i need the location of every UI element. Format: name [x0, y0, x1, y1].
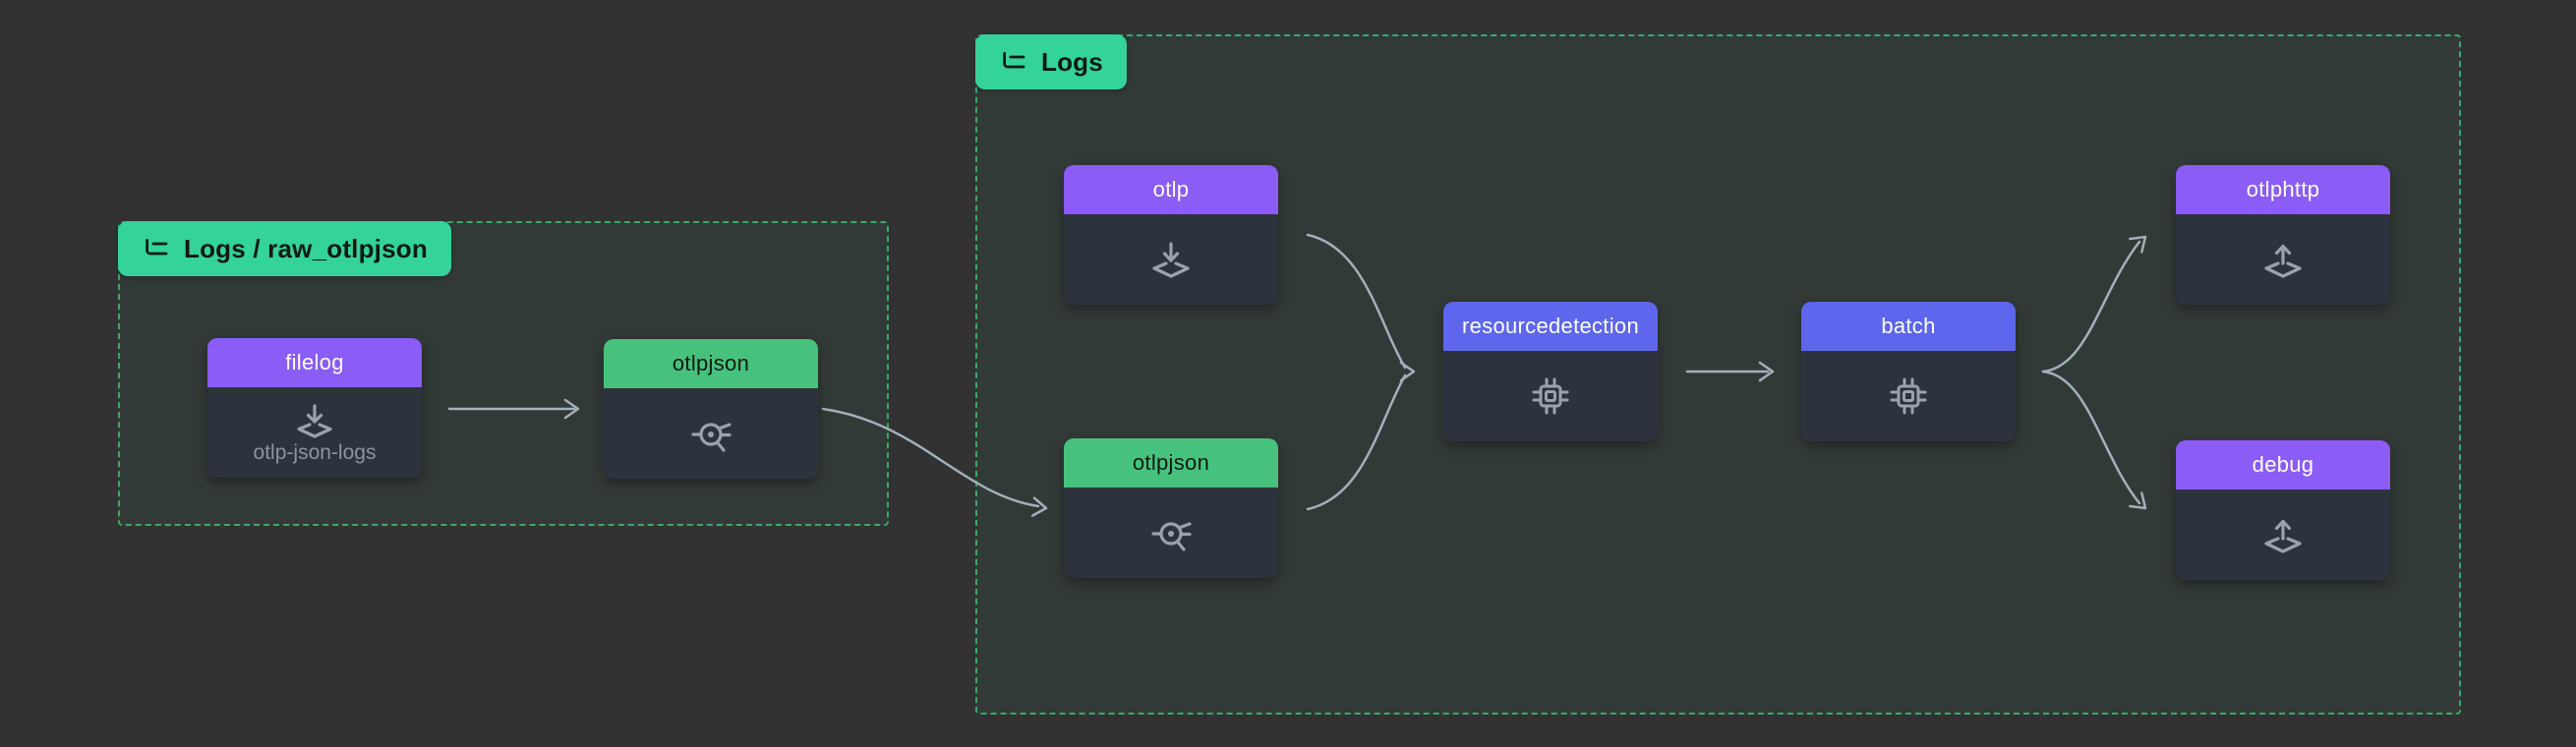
group-label-text: Logs / raw_otlpjson	[184, 233, 428, 263]
node-title: batch	[1801, 302, 2016, 351]
node-filelog[interactable]: filelog otlp-json-logs	[207, 338, 422, 478]
node-title: resourcedetection	[1443, 302, 1658, 351]
processor-icon	[1532, 377, 1569, 415]
node-otlpjson-raw[interactable]: otlpjson	[604, 339, 818, 479]
connector-icon	[691, 423, 732, 452]
node-batch[interactable]: batch	[1801, 302, 2016, 441]
pipeline-group-logs: Logs	[975, 34, 2461, 715]
processor-icon	[1890, 377, 1927, 415]
receiver-icon	[297, 403, 332, 438]
list-tree-icon	[1003, 51, 1025, 69]
node-title: otlpjson	[1064, 438, 1278, 488]
node-resourcedetection[interactable]: resourcedetection	[1443, 302, 1658, 441]
connector-icon	[1151, 522, 1192, 551]
node-title: filelog	[207, 338, 422, 387]
node-title: otlp	[1064, 165, 1278, 214]
node-title: otlpjson	[604, 339, 818, 388]
node-title: otlphttp	[2176, 165, 2390, 214]
node-otlp[interactable]: otlp	[1064, 165, 1278, 305]
node-title: debug	[2176, 440, 2390, 489]
exporter-icon	[2264, 244, 2302, 278]
list-tree-icon	[146, 238, 168, 256]
receiver-icon	[1152, 242, 1190, 278]
node-debug[interactable]: debug	[2176, 440, 2390, 580]
group-label-logs[interactable]: Logs	[975, 34, 1127, 89]
exporter-icon	[2264, 519, 2302, 553]
group-label-logs-raw-otlpjson[interactable]: Logs / raw_otlpjson	[118, 221, 451, 276]
node-otlpjson-logs[interactable]: otlpjson	[1064, 438, 1278, 578]
group-label-text: Logs	[1041, 46, 1103, 77]
node-otlphttp[interactable]: otlphttp	[2176, 165, 2390, 305]
node-subtitle: otlp-json-logs	[253, 440, 377, 464]
